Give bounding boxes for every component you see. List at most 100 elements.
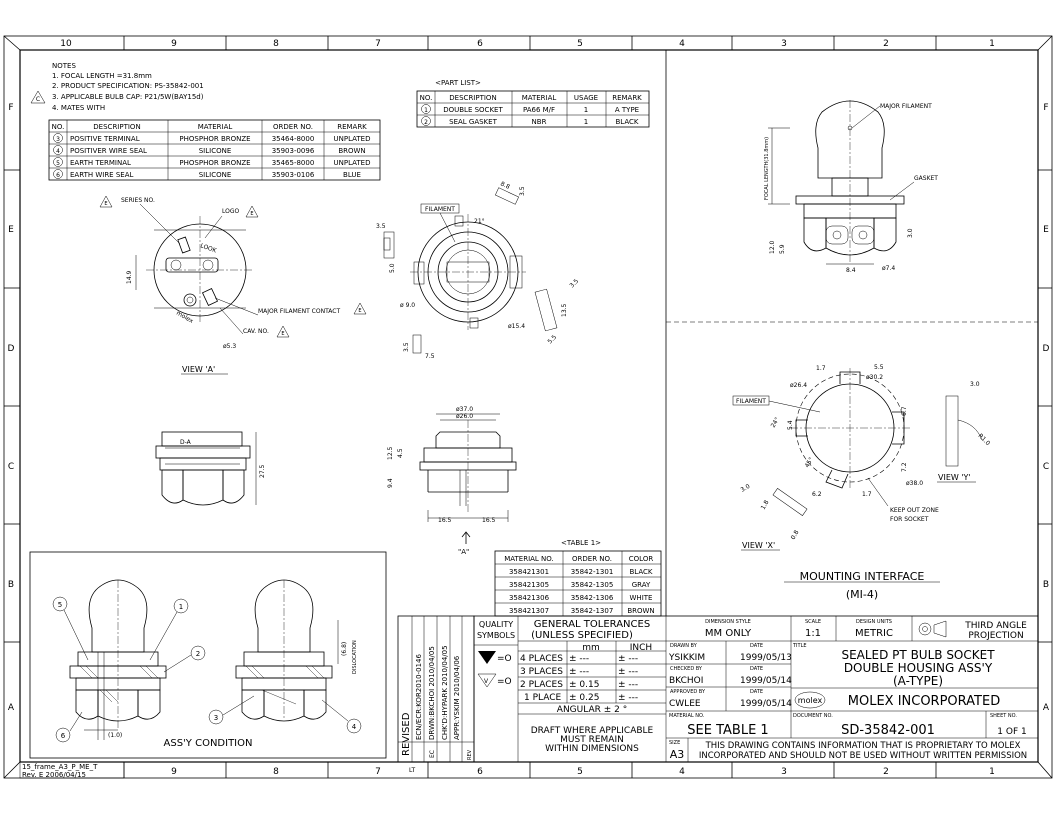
part-balloon: 5: [56, 160, 60, 167]
dim-27-5: 27.5: [259, 464, 266, 478]
row-label: F: [8, 103, 13, 113]
drawn-info: DRWN:BKCHOI 2010/04/05: [428, 646, 436, 740]
dim-5-9: 5.9: [779, 244, 786, 254]
table-cell: EARTH TERMINAL: [70, 159, 131, 167]
assy-condition-drawing: (1.0) (6.8) DISLOCATION 5 1 2 6 3: [29, 551, 387, 759]
mm-header: mm: [582, 643, 600, 653]
col-label: 6: [477, 767, 483, 777]
drawing-title-line1: SEALED PT BULB SOCKET: [841, 648, 995, 662]
ec-label: EC: [429, 750, 436, 758]
projection-line2: PROJECTION: [968, 631, 1023, 641]
dim-7-2: 7.2: [901, 462, 908, 472]
col-label: 8: [273, 39, 279, 49]
material-no: SEE TABLE 1: [687, 723, 768, 738]
table-header: DESCRIPTION: [449, 94, 496, 102]
balloon-5: 5: [58, 601, 62, 609]
section-dividers: [665, 50, 1038, 616]
assy-condition-label: ASS'Y CONDITION: [164, 738, 253, 749]
col-label: 2: [883, 39, 889, 49]
sheet-size: A3: [670, 748, 685, 761]
drawing-title-line3: (A-TYPE): [893, 674, 943, 688]
col-label: 1: [989, 767, 995, 777]
table-cell: BROWN: [338, 147, 365, 155]
table-cell: BLACK: [615, 118, 638, 126]
dim-5-0: 5.0: [389, 263, 396, 273]
logo-label: LOGO: [222, 208, 240, 215]
view-x-label: VIEW 'X': [742, 541, 775, 550]
dim-12-5: 12.5: [387, 446, 394, 460]
dim-6-8: (6.8): [341, 642, 348, 656]
series-no-label: SERIES NO.: [121, 197, 155, 204]
molex-logo: [794, 691, 826, 709]
row-label: E: [1043, 225, 1049, 235]
major-filament-contact-label: MAJOR FILAMENT CONTACT: [258, 308, 340, 315]
checked-by-label: CHECKED BY: [670, 666, 703, 672]
part-balloon: 4: [56, 148, 60, 155]
table-cell: 35903-0096: [272, 147, 315, 155]
dim-dia-7-4: ø7.4: [882, 265, 895, 272]
places-2-mm: ± 0.15: [569, 680, 599, 690]
revision-flag: C: [36, 96, 40, 103]
design-units-label: DESIGN UNITS: [856, 619, 892, 625]
col-label: 5: [577, 39, 583, 49]
revision-block: REVISED ECN/ECR:KOR2010-0146 DRWN:BKCHOI…: [397, 615, 475, 774]
col-label: 7: [375, 767, 381, 777]
draft-line3: WITHIN DIMENSIONS: [545, 744, 639, 754]
bulb-side-view-drawing: FOCAL LENGTH(31.8mm) MAJOR FILAMENT GASK…: [764, 100, 938, 274]
col-label: 1: [989, 39, 995, 49]
draft-line2: MUST REMAIN: [560, 735, 624, 745]
symbols-label: SYMBOLS: [477, 631, 515, 640]
document-no-label: DOCUMENT NO.: [793, 713, 833, 719]
table-cell: GRAY: [632, 581, 651, 589]
filament-tag: FILAMENT: [425, 206, 455, 213]
dim-3-0: 3.0: [970, 381, 980, 388]
dim-1-7a: 1.7: [816, 365, 826, 372]
col-label: 3: [781, 767, 787, 777]
places-3: 3 PLACES: [520, 667, 563, 677]
major-filament-label: MAJOR FILAMENT: [880, 103, 932, 110]
mounting-interface-subtitle: (MI-4): [846, 588, 878, 601]
balloon-4: 4: [352, 723, 357, 731]
note-item: 2. PRODUCT SPECIFICATION: PS-35842-001: [52, 82, 204, 90]
dimension-style-label: DIMENSION STYLE: [705, 619, 751, 625]
notes-title: NOTES: [52, 62, 76, 70]
table-header: NO.: [420, 94, 433, 102]
row-label: C: [8, 462, 14, 472]
table-header: NO.: [52, 123, 65, 131]
left-side-view-drawing: D-A 27.5: [155, 431, 266, 506]
general-tolerances: GENERAL TOLERANCES: [534, 619, 650, 630]
places-2: 2 PLACES: [520, 680, 563, 690]
dim-dia-37: ø37.0: [456, 406, 473, 413]
gasket-label: GASKET: [914, 175, 938, 182]
drawn-by-label: DRAWN BY: [670, 643, 698, 649]
table-1: <TABLE 1> MATERIAL NO. ORDER NO. COLOR 3…: [494, 539, 662, 617]
table-cell: 358421305: [509, 581, 549, 589]
design-units: METRIC: [855, 628, 893, 639]
table-cell: WHITE: [630, 594, 653, 602]
quality-triangle-outline-icon: [477, 673, 497, 688]
row-label: D: [1043, 344, 1050, 354]
frame-info: 15_frame_A3_P_ME_T: [22, 763, 98, 771]
approved-date: 1999/05/14: [740, 699, 792, 709]
dim-9-4: 9.4: [387, 478, 394, 488]
table-cell: UNPLATED: [334, 135, 371, 143]
title-label: TITLE: [792, 643, 807, 649]
col-label: 4: [679, 767, 685, 777]
sheet-no-label: SHEET NO.: [990, 713, 1017, 719]
dim-5-5: 5.5: [546, 334, 558, 346]
table-cell: 35903-0106: [272, 171, 315, 179]
sheet-no: 1 OF 1: [997, 727, 1026, 737]
table-cell: SILICONE: [199, 171, 232, 179]
checked-info: CHK'D:HYPARK 2010/04/05: [441, 645, 449, 740]
flag-e: E: [104, 201, 107, 207]
table-header: USAGE: [574, 94, 598, 102]
table-cell: UNPLATED: [334, 159, 371, 167]
part-balloon: 2: [424, 119, 428, 126]
mounting-interface-drawing: FILAMENT ø26.4 ø30.2 1.7 5.5 6.7 7.2 ø38…: [732, 364, 991, 601]
draft-line1: DRAFT WHERE APPLICABLE: [531, 726, 654, 736]
scale: 1:1: [805, 628, 821, 639]
table-header: COLOR: [629, 555, 654, 563]
note-item: 4. MATES WITH: [52, 104, 105, 112]
approved-by: CWLEE: [669, 699, 701, 709]
table-header: REMARK: [337, 123, 367, 131]
